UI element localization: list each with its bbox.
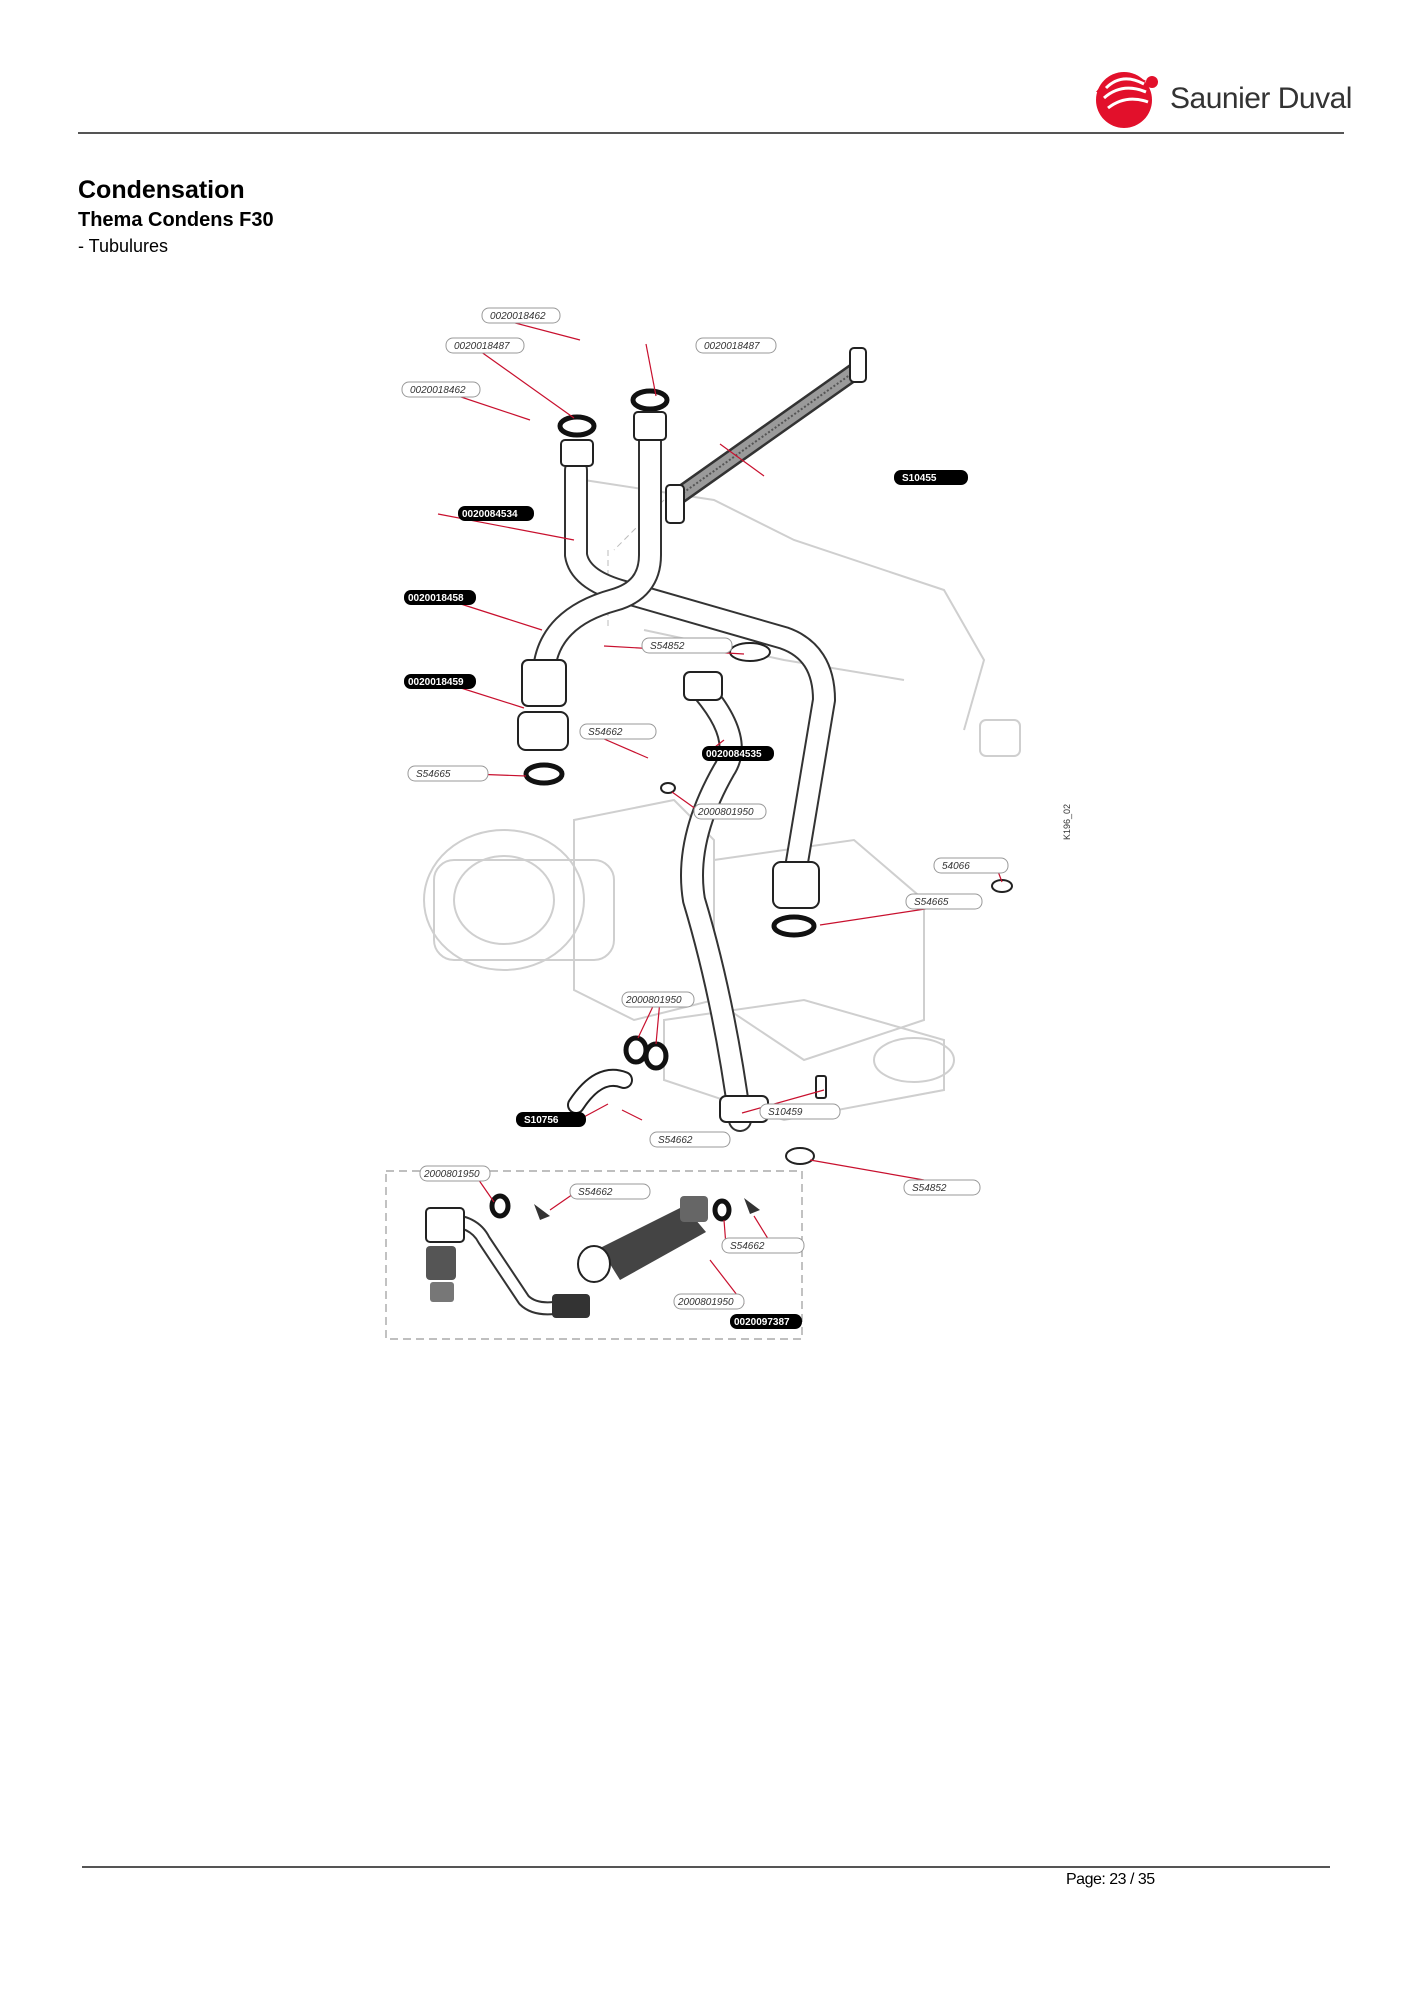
header-divider xyxy=(78,132,1344,134)
saunier-duval-logo xyxy=(1096,72,1158,128)
dark-part-labels: S10455 0020084534 0020018458 0020018459 … xyxy=(404,470,968,1329)
label-s10455: S10455 xyxy=(902,473,937,484)
label-0020084535: 0020084535 xyxy=(706,749,762,760)
subsection-name: - Tubulures xyxy=(78,236,169,256)
brand-name: Saunier Duval xyxy=(1170,82,1352,115)
flexible-hose-s10455 xyxy=(665,347,867,524)
label-s54662-box-right: S54662 xyxy=(730,1241,765,1252)
label-2000801950-lower: 2000801950 xyxy=(625,995,682,1006)
label-s54662-lower: S54662 xyxy=(658,1135,693,1146)
label-0020018459: 0020018459 xyxy=(408,677,464,688)
label-0020018458: 0020018458 xyxy=(408,593,464,604)
page-number: Page: 23 / 35 xyxy=(1066,1871,1155,1888)
exploded-parts-diagram: .ghost { fill: none; stroke: #cfcfcf; st… xyxy=(385,307,1072,1340)
sub-assembly-box xyxy=(385,1170,803,1340)
label-0020018487-left: 0020018487 xyxy=(454,341,510,352)
seals-and-fittings xyxy=(517,388,1013,1165)
label-0020084534: 0020084534 xyxy=(462,509,518,520)
label-s54662-box-left: S54662 xyxy=(578,1187,613,1198)
main-pipes xyxy=(532,428,836,1132)
light-part-labels: 0020018462 0020018487 0020018487 0020018… xyxy=(401,307,1009,1310)
label-2000801950-mid: 2000801950 xyxy=(697,807,754,818)
label-2000801950-box-right: 2000801950 xyxy=(677,1297,734,1308)
footer-divider xyxy=(82,1866,1330,1868)
label-0020097387: 0020097387 xyxy=(734,1317,790,1328)
label-s10459: S10459 xyxy=(768,1107,803,1118)
model-name: Thema Condens F30 xyxy=(78,209,274,231)
label-0020018462-top: 0020018462 xyxy=(490,311,546,322)
label-s54662-mid: S54662 xyxy=(588,727,623,738)
label-0020018487-right: 0020018487 xyxy=(704,341,760,352)
label-s54665-left: S54665 xyxy=(416,769,451,780)
label-s54665-right: S54665 xyxy=(914,897,949,908)
label-s54852-top: S54852 xyxy=(650,641,685,652)
label-2000801950-box-left: 2000801950 xyxy=(423,1169,480,1180)
label-0020018462-left: 0020018462 xyxy=(410,385,466,396)
sub-assembly-parts xyxy=(425,1193,760,1318)
label-s54852-lower: S54852 xyxy=(912,1183,947,1194)
label-s10756: S10756 xyxy=(524,1115,559,1126)
drawing-code: K196_02 xyxy=(1062,804,1072,840)
label-54066: 54066 xyxy=(942,861,970,872)
section-title: Condensation xyxy=(78,176,245,204)
